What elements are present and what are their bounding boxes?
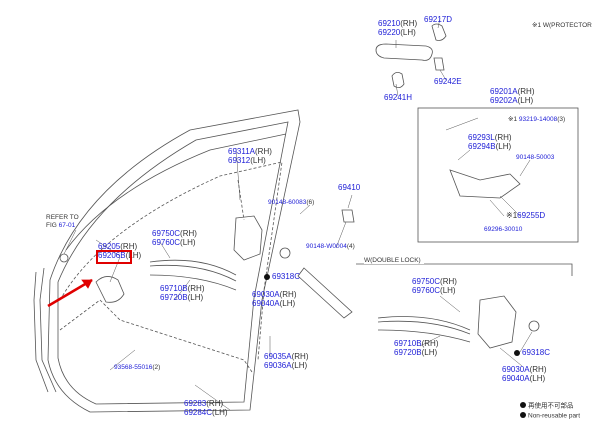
- part-label-69241h[interactable]: 69241H: [384, 93, 413, 102]
- door-frame-outline: [47, 109, 301, 413]
- part-label-69750c[interactable]: 69750C(RH): [152, 229, 197, 238]
- double-lock-title: W(DOUBLE LOCK): [364, 257, 424, 264]
- direction-arrow: [297, 267, 353, 319]
- part-label-69040a-double[interactable]: 69040A(LH): [502, 374, 546, 383]
- part-label-90148-60083[interactable]: 90148-60083(6): [268, 199, 315, 206]
- non-reusable-dot: [264, 273, 270, 280]
- grommet-drawing: [59, 253, 69, 263]
- part-label-69760c[interactable]: 69760C(LH): [152, 238, 196, 247]
- protector-note: ※1 W(PROTECTOR: [532, 22, 592, 29]
- refer-to-line2[interactable]: FIG 67-01: [46, 222, 75, 229]
- legend-jp: 再使用不可部品: [520, 402, 574, 410]
- part-label-69318c-double[interactable]: 69318C: [514, 349, 550, 357]
- double-lock-cable: [377, 316, 471, 331]
- double-lock-bracket: [356, 263, 573, 276]
- part-label-69220[interactable]: 69220(LH): [378, 28, 416, 37]
- part-label-69217d[interactable]: 69217D: [424, 15, 453, 24]
- part-label-69293l[interactable]: 69293L(RH): [468, 133, 512, 142]
- handle-pad-drawing: [433, 57, 445, 71]
- part-label-69206b[interactable]: 69206B(LH): [98, 251, 142, 260]
- highlight-arrowhead: [81, 279, 93, 289]
- part-label-90148-w0004[interactable]: 90148-W0004(4): [306, 243, 355, 250]
- grommet-69318-drawing: [279, 247, 291, 259]
- cable-drawing: [149, 259, 237, 276]
- part-label-69205[interactable]: 69205(RH): [98, 242, 138, 251]
- part-label-69760c-double[interactable]: 69760C(LH): [412, 286, 456, 295]
- part-label-69030a-double[interactable]: 69030A(RH): [502, 365, 547, 374]
- door-edge-left-2: [33, 271, 49, 393]
- part-label-69036a[interactable]: 69036A(LH): [264, 361, 308, 370]
- part-label-69750c-double[interactable]: 69750C(RH): [412, 277, 457, 286]
- part-label-69710b[interactable]: 69710B(RH): [160, 284, 205, 293]
- double-lock-grommet: [528, 320, 540, 332]
- highlight-box-69206b: [96, 250, 132, 264]
- part-label-69318c[interactable]: 69318C: [264, 273, 300, 281]
- double-lock-assembly: [477, 295, 517, 349]
- door-edge-left: [39, 267, 57, 393]
- double-lock-leaders: [419, 295, 533, 367]
- double-lock-cable-2: [377, 320, 471, 335]
- part-label-69296[interactable]: 69296-30010: [484, 226, 523, 233]
- frame-detail-box: [417, 107, 579, 243]
- part-label-69284c[interactable]: 69284C(LH): [184, 408, 228, 417]
- part-label-69710b-double[interactable]: 69710B(RH): [394, 339, 439, 348]
- cable-drawing-2: [149, 264, 237, 282]
- lock-assembly-drawing: [233, 215, 263, 261]
- part-label-69242e[interactable]: 69242E: [434, 77, 462, 86]
- part-label-90148-50003[interactable]: 90148-50003: [516, 154, 555, 161]
- connector-69410-drawing: [341, 209, 355, 223]
- part-label-69202a[interactable]: 69202A(LH): [490, 96, 534, 105]
- part-label-69312[interactable]: 69312(LH): [228, 156, 266, 165]
- frame-drawing: [449, 169, 521, 199]
- refer-to-line1: REFER TO: [46, 214, 79, 221]
- leader-lines: [63, 17, 531, 411]
- door-window-line: [65, 133, 287, 251]
- part-label-69720b-double[interactable]: 69720B(LH): [394, 348, 438, 357]
- legend-en: Non-reusable part: [520, 412, 580, 420]
- part-label-69720b[interactable]: 69720B(LH): [160, 293, 204, 302]
- part-label-69210[interactable]: 69210(RH): [378, 19, 418, 28]
- part-label-69201a[interactable]: 69201A(RH): [490, 87, 535, 96]
- part-label-69255d[interactable]: ※169255D: [506, 211, 546, 220]
- part-label-69311a[interactable]: 69311A(RH): [228, 147, 272, 156]
- handle-cap-drawing: [391, 72, 405, 88]
- non-reusable-dot: [514, 349, 520, 356]
- double-lock-cable-3: [377, 329, 471, 343]
- legend-dot: [520, 412, 526, 418]
- part-label-69030a[interactable]: 69030A(RH): [252, 290, 297, 299]
- inside-handle-drawing: [95, 276, 125, 303]
- part-label-69410[interactable]: 69410: [338, 183, 361, 192]
- part-label-69283[interactable]: 69283(RH): [184, 399, 224, 408]
- legend-dot: [520, 402, 526, 408]
- refer-fig-prefix: FIG: [46, 222, 59, 229]
- handle-cover-drawing: [431, 23, 447, 41]
- part-label-69294b[interactable]: 69294B(LH): [468, 142, 512, 151]
- part-label-93568[interactable]: 93568-55016(2): [114, 364, 161, 371]
- door-frame-inner: [57, 121, 289, 405]
- cable-drawing-3: [149, 274, 237, 291]
- door-panel-dash-lower: [59, 299, 253, 373]
- part-label-69035a[interactable]: 69035A(RH): [264, 352, 309, 361]
- outside-handle-drawing: [375, 43, 433, 61]
- highlight-arrow: [47, 278, 93, 308]
- part-label-93219[interactable]: ※1 93219-14008(3): [508, 116, 566, 123]
- refer-fig-link[interactable]: 67-01: [58, 222, 76, 229]
- part-label-69040a[interactable]: 69040A(LH): [252, 299, 296, 308]
- door-panel-dash: [59, 161, 283, 361]
